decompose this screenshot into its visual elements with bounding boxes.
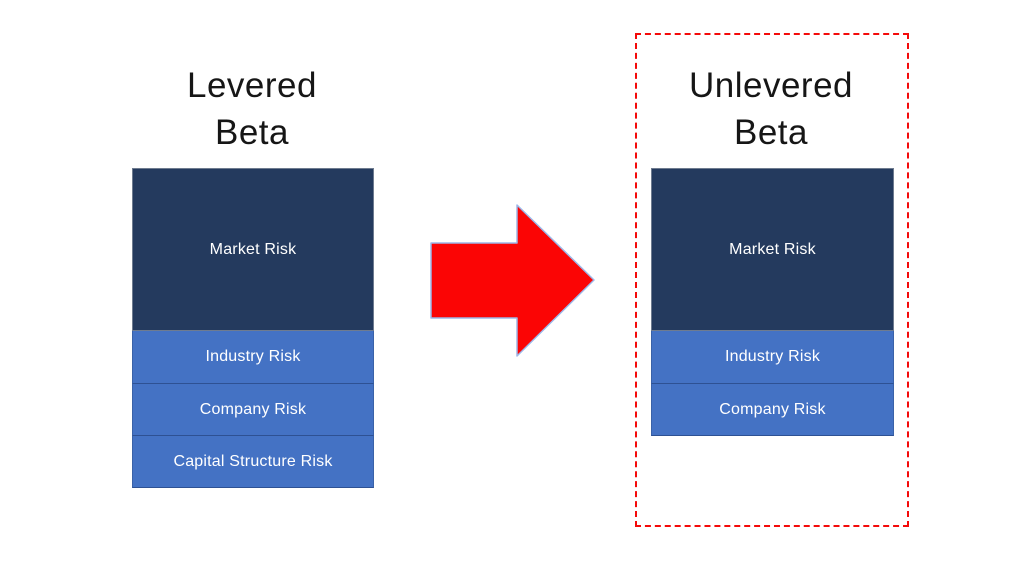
- unlevered-beta-title-line2: Beta: [734, 113, 808, 152]
- industry-risk-label: Industry Risk: [724, 348, 821, 365]
- right-arrow-icon: [430, 204, 595, 357]
- transformation-arrow-container: [428, 202, 596, 360]
- unlevered-segment-industry-risk: Industry Risk: [651, 331, 894, 384]
- company-risk-label: Company Risk: [719, 400, 826, 418]
- levered-beta-stack: Market Risk Industry Risk Company Risk C…: [132, 168, 374, 488]
- unlevered-beta-stack: Market Risk Industry Risk Company Risk: [651, 168, 894, 436]
- levered-beta-title-line2: Beta: [215, 113, 289, 152]
- company-risk-label: Company Risk: [199, 400, 307, 418]
- capital-structure-risk-label: Capital Structure Risk: [173, 452, 333, 470]
- market-risk-label: Market Risk: [729, 240, 816, 258]
- unlevered-segment-market-risk: Market Risk: [651, 168, 894, 331]
- levered-beta-title-line1: Levered: [187, 66, 317, 105]
- levered-segment-capital-structure-risk: Capital Structure Risk: [132, 436, 374, 488]
- unlevered-beta-title: Unlevered Beta: [646, 62, 896, 156]
- market-risk-label: Market Risk: [209, 240, 297, 258]
- levered-segment-company-risk: Company Risk: [132, 384, 374, 436]
- levered-segment-industry-risk: Industry Risk: [132, 331, 374, 384]
- unlevered-highlight-dashed-border: [635, 33, 909, 527]
- levered-beta-title: Levered Beta: [127, 62, 377, 156]
- unlevered-segment-company-risk: Company Risk: [651, 384, 894, 436]
- unlevered-beta-title-line1: Unlevered: [688, 66, 854, 105]
- industry-risk-label: Industry Risk: [205, 348, 301, 365]
- levered-segment-market-risk: Market Risk: [132, 168, 374, 331]
